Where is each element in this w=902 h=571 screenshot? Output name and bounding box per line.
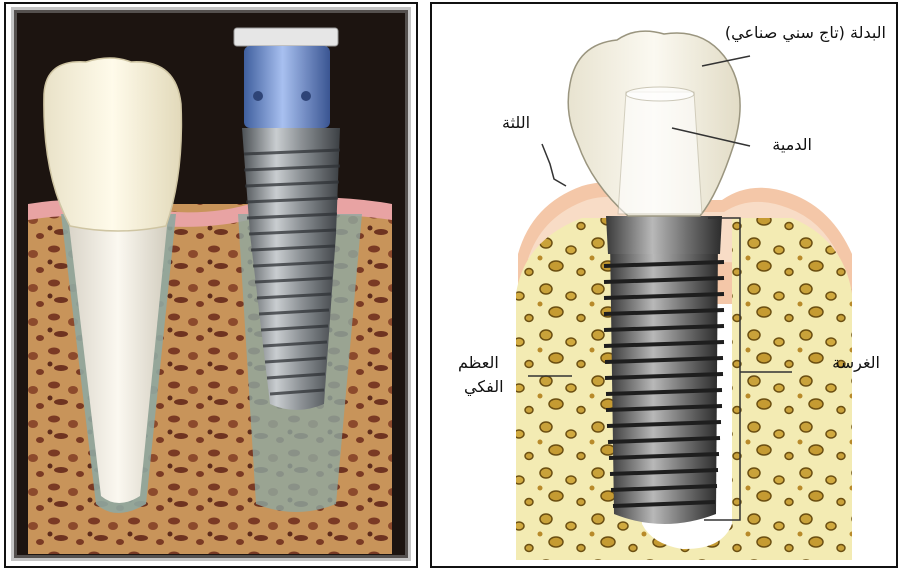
implant-cross-section-drawing bbox=[432, 4, 896, 566]
label-implant: الغرسة bbox=[832, 352, 880, 374]
label-jaw-bone-line2: الفكي bbox=[464, 376, 504, 398]
labeled-implant-diagram: البدلة (تاج سني صناعي) الدمية اللثة العظ… bbox=[430, 2, 898, 568]
label-jaw-bone-line1: العظم bbox=[458, 352, 499, 374]
label-abutment: الدمية bbox=[772, 134, 812, 156]
label-crown: البدلة (تاج سني صناعي) bbox=[725, 22, 886, 44]
leader-gum bbox=[542, 144, 566, 186]
tooth-implant-comparison-drawing bbox=[6, 4, 416, 566]
natural-tooth-vs-implant-illustration bbox=[4, 2, 418, 568]
label-gum: اللثة bbox=[502, 112, 530, 134]
